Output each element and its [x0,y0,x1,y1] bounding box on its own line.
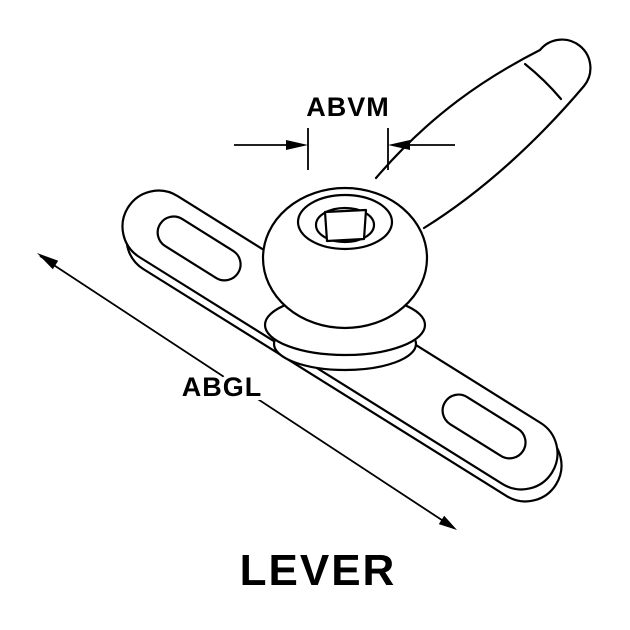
plate-slot-right [441,393,527,460]
width-dim-arrow-left [286,140,308,150]
length-dimension-line [39,255,455,529]
length-dimension-group [37,253,457,530]
length-dim-arrow-start [37,253,59,270]
width-dimension-group: ABVM [234,88,455,170]
length-dim-arrow-end [438,515,457,530]
width-dim-arrow-right [388,140,410,150]
dimension-label-abgl: ABGL [182,372,263,402]
square-socket [323,208,368,243]
dimension-label-abvm: ABVM [306,92,390,122]
plate-slot-left [156,215,242,282]
caption-lever: LEVER [240,546,397,595]
handle-tip-seam [523,62,563,101]
handle-arm [374,38,592,230]
